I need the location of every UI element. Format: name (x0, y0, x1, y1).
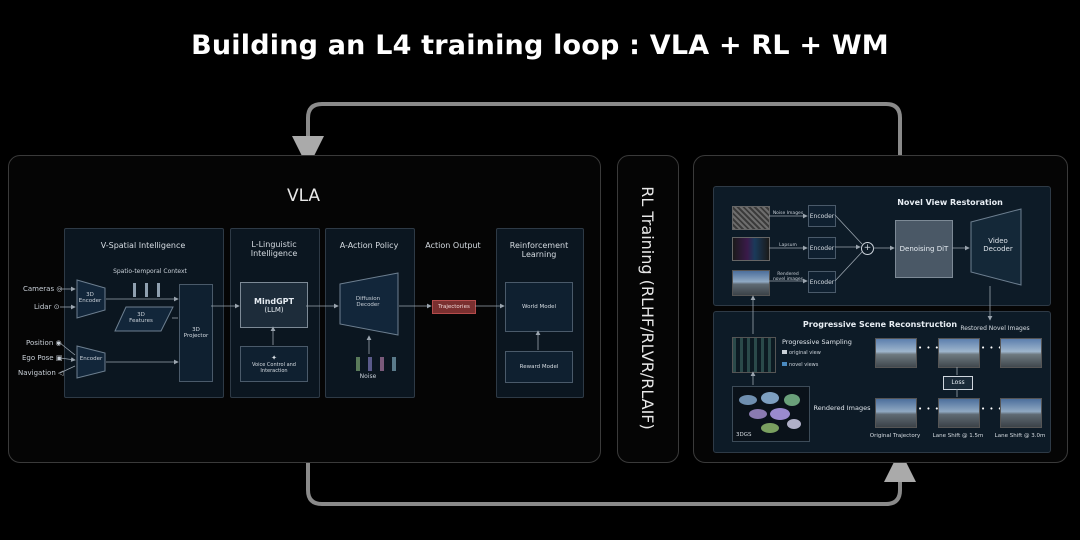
lidar-icon: ⊙ (53, 303, 60, 311)
wm-flow-arrows (750, 213, 993, 397)
action-title: A-Action Policy (339, 241, 399, 250)
encoder-3d-shape (76, 279, 106, 319)
output-title: Action Output (425, 241, 481, 250)
restored-ellipsis-0: • • • (918, 344, 940, 352)
orig-traj-label: Original Trajectory (869, 433, 921, 439)
diffusion-label: Diffusion Decoder (355, 296, 381, 308)
features-3d-label: 3D Features (129, 312, 153, 324)
rendered-thumb-2 (1000, 398, 1042, 428)
spatio-temporal-label: Spatio-temporal Context (113, 268, 187, 275)
rl-training-label: RL Training (RLHF/RLVR/RLAIF) (638, 186, 657, 430)
projector-3d-box: 3D Projector (179, 284, 213, 382)
rendered-thumb-1 (938, 398, 980, 428)
mindgpt-label: MindGPT (253, 296, 294, 306)
car-icon: ▣ (55, 354, 63, 362)
wm-input-label-2: Rendered novel images (772, 272, 804, 282)
spatial-title: V-Spatial Intelligence (100, 241, 186, 250)
trajectories-box: Trajectories (432, 300, 476, 314)
denoising-dit-box: Denoising DiT (895, 220, 953, 278)
original-view-legend: original view (782, 350, 821, 356)
lane1-label: Lane Shift @ 1.5m (932, 433, 984, 439)
video-decoder-label: Video Decoder (983, 237, 1013, 253)
wm-input-label-1: Lapsum (779, 243, 797, 248)
lane3-label: Lane Shift @ 3.0m (994, 433, 1046, 439)
plus-node: + (861, 242, 874, 255)
novel-views-swatch (782, 362, 787, 366)
voice-icon: ✦ (271, 354, 277, 362)
llm-label: (LLM) (264, 305, 284, 314)
diffusion-shape (339, 272, 399, 336)
wm-encoder-2: Encoder (808, 271, 836, 293)
lapsum-thumb (732, 237, 770, 261)
features-3d-shape (114, 306, 174, 332)
rendered-label: Rendered Images (813, 404, 871, 412)
original-view-swatch (782, 350, 787, 354)
reward-model-box: Reward Model (505, 351, 573, 383)
feature-bars (133, 282, 161, 301)
video-decoder-shape (970, 208, 1022, 286)
linguistic-title: L-Linguistic Intelligence (250, 240, 298, 259)
pin-icon: ◉ (55, 339, 62, 347)
wm-input-label-0: Noise Images (772, 211, 804, 216)
vla-flow-arrows (59, 286, 541, 374)
restored-ellipsis-1: • • • (981, 344, 1003, 352)
rendered-thumb-0 (875, 398, 917, 428)
input-cameras: Cameras ◎ (23, 285, 63, 293)
restored-thumb-2 (1000, 338, 1042, 368)
wm-encoder-1: Encoder (808, 237, 836, 259)
restored-thumb-1 (938, 338, 980, 368)
prog-sampling-label: Progressive Sampling (782, 338, 852, 346)
noise-label: Noise (359, 373, 377, 380)
novel-view-title: Novel View Restoration (897, 198, 1003, 207)
encoder-shape (76, 345, 106, 379)
restored-thumb-0 (875, 338, 917, 368)
rendered-ellipsis-1: • • • (981, 405, 1003, 413)
mindgpt-box: MindGPT (LLM) (240, 282, 308, 328)
input-lidar: Lidar ⊙ (34, 303, 60, 311)
encoder-label: Encoder (79, 356, 103, 362)
loss-box: Loss (943, 376, 973, 390)
progressive-section (713, 311, 1051, 453)
noise-image-thumb (732, 206, 770, 230)
rl-training-panel (617, 155, 679, 463)
vla-heading: VLA (286, 186, 321, 206)
restored-label: Restored Novel Images (960, 325, 1030, 332)
voice-box: ✦ Voice Control and Interaction (240, 346, 308, 382)
encoder-3d-label: 3D Encoder (78, 292, 102, 304)
progressive-title: Progressive Scene Reconstruction (802, 320, 958, 329)
gaussian-blobs (739, 392, 801, 433)
camera-icon: ◎ (56, 285, 63, 293)
input-egopose: Ego Pose ▣ (22, 354, 63, 362)
rendered-ellipsis-0: • • • (918, 405, 940, 413)
noise-bars (356, 356, 397, 375)
page-title: Building an L4 training loop : VLA + RL … (191, 30, 889, 61)
novel-views-legend: novel views (782, 362, 818, 368)
gs-label: 3DGS (736, 432, 752, 438)
rl-title: Reinforcement Learning (509, 241, 569, 260)
input-position: Position ◉ (26, 339, 62, 347)
